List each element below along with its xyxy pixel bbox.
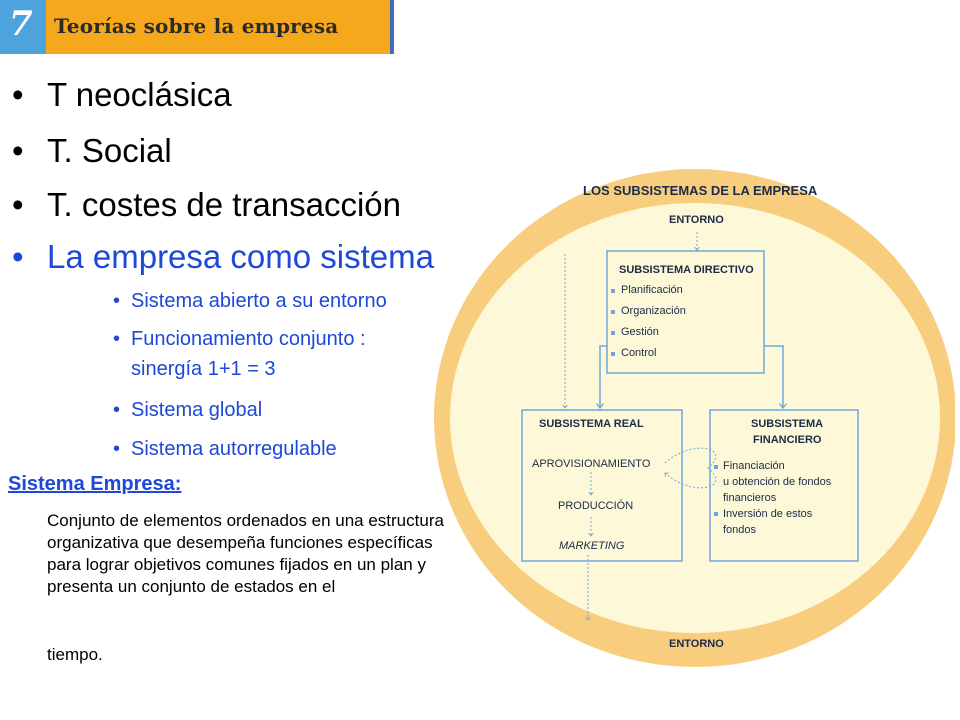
chapter-number: 7: [9, 4, 33, 44]
banner-edge: [390, 0, 394, 54]
definition-text: Conjunto de elementos ordenados en una e…: [47, 511, 444, 596]
financiero-item: u obtención de fondos: [723, 476, 832, 488]
directivo-item: Organización: [621, 305, 686, 317]
directivo-to-real-arrow: [600, 345, 607, 408]
financiero-title-2: FINANCIERO: [753, 434, 822, 446]
financiero-item: financieros: [723, 492, 777, 504]
real-box: [521, 409, 683, 562]
directivo-item: Planificación: [621, 284, 683, 296]
financiero-box: [709, 409, 859, 562]
real-item: APROVISIONAMIENTO: [532, 458, 651, 470]
bullet-square: [714, 465, 718, 469]
bullet-square: [611, 310, 615, 314]
directivo-title: SUBSISTEMA DIRECTIVO: [619, 264, 754, 276]
financiero-item: Inversión de estos: [723, 508, 813, 520]
bullet-square: [611, 331, 615, 335]
bullet-square: [714, 512, 718, 516]
real-item: MARKETING: [559, 540, 625, 552]
definition-title: Sistema Empresa:: [8, 473, 182, 495]
diagram-heading: LOS SUBSISTEMAS DE LA EMPRESA: [583, 183, 818, 198]
bullet-square: [611, 352, 615, 356]
financial-flow-loop: [665, 447, 717, 489]
directivo-item: Control: [621, 347, 657, 359]
chapter-banner: 7 Teorías sobre la empresa: [0, 0, 394, 54]
financiero-item: fondos: [723, 524, 757, 536]
chapter-number-box: 7: [0, 0, 46, 54]
directivo-item: Gestión: [621, 326, 659, 338]
entorno-bottom-label: ENTORNO: [669, 638, 724, 650]
bullet-square: [611, 289, 615, 293]
entorno-top-label: ENTORNO: [669, 214, 724, 226]
directivo-to-financiero-arrow: [764, 345, 783, 408]
financiero-item: Financiación: [723, 460, 785, 472]
real-title: SUBSISTEMA REAL: [539, 418, 644, 430]
diagram-graphics: [434, 169, 955, 667]
real-item: PRODUCCIÓN: [558, 500, 634, 512]
chapter-title: Teorías sobre la empresa: [54, 14, 339, 38]
directivo-box: [606, 250, 765, 374]
financiero-title-1: SUBSISTEMA: [751, 418, 824, 430]
subsystems-diagram: LOS SUBSISTEMAS DE LA EMPRESA ENTORNO EN…: [433, 168, 955, 668]
definition-tail: tiempo.: [47, 645, 103, 664]
